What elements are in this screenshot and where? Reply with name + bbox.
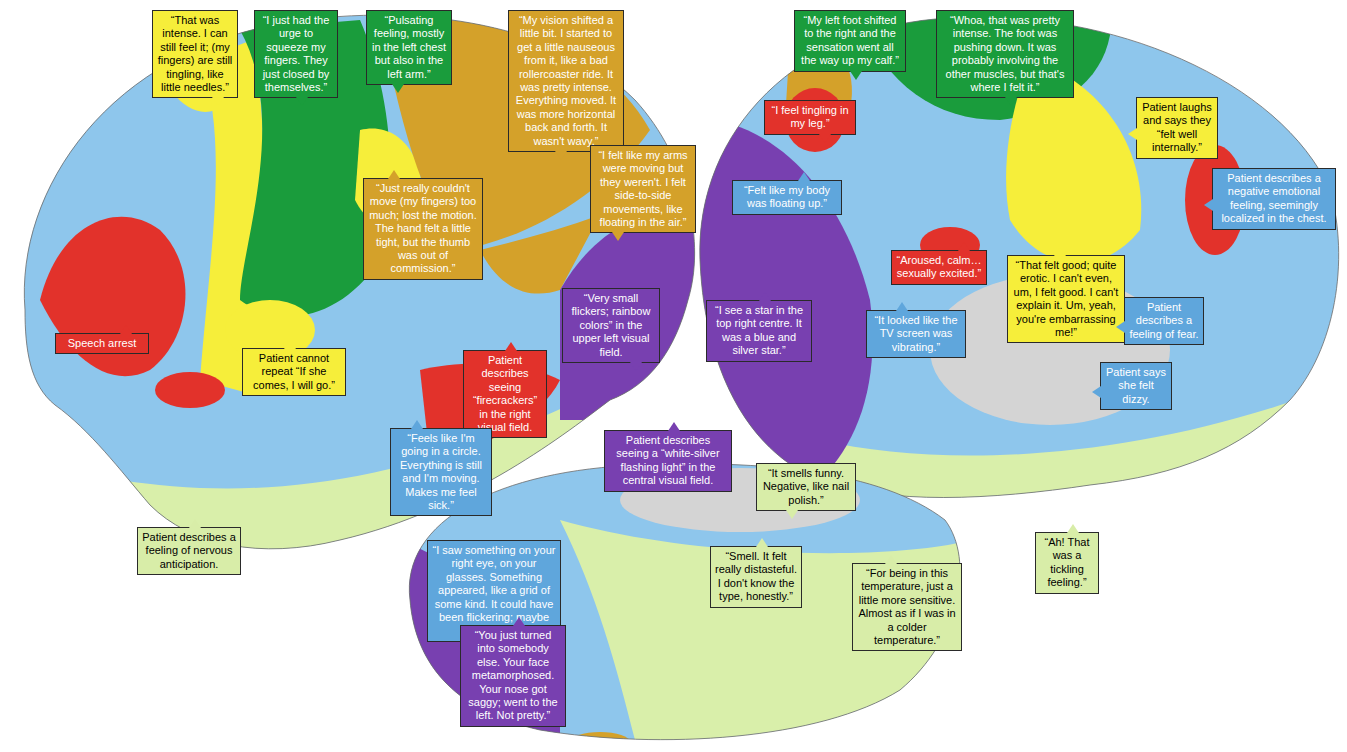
callout-text: Patient describes a negative emotional f…	[1217, 172, 1331, 226]
medial-hemisphere	[680, 0, 1347, 520]
callout-text: “Feels like I'm going in a circle. Every…	[395, 432, 487, 512]
bubble-tail	[1067, 524, 1079, 533]
callout-bubble: “My vision shifted a little bit. I start…	[508, 10, 624, 152]
callout-text: “My vision shifted a little bit. I start…	[513, 14, 619, 148]
callout-bubble: “It smells funny. Negative, like nail po…	[756, 463, 856, 511]
callout-bubble: Patient describes seeing “firecrackers” …	[463, 350, 547, 438]
callout-text: “I see a star in the top right centre. I…	[711, 304, 807, 358]
callout-bubble: “I see a star in the top right centre. I…	[706, 300, 812, 362]
callout-bubble: “Whoa, that was pretty intense. The foot…	[936, 10, 1074, 98]
callout-bubble: “Smell. It felt really distasteful. I do…	[710, 546, 802, 608]
callout-bubble: “I just had the urge to squeeze my finge…	[254, 10, 338, 98]
callout-text: “I felt like my arms were moving but the…	[595, 149, 691, 229]
callout-text: “Ah! That was a tickling feeling.”	[1040, 536, 1094, 590]
callout-text: “It smells funny. Negative, like nail po…	[761, 467, 851, 507]
callout-bubble: “That felt good; quite erotic. I can't e…	[1007, 255, 1125, 343]
callout-text: Speech arrest	[60, 337, 144, 350]
callout-text: “My left foot shifted to the right and t…	[799, 14, 901, 68]
callout-text: “Felt like my body was floating up.”	[737, 184, 837, 211]
callout-text: “I just had the urge to squeeze my finge…	[259, 14, 333, 94]
bubble-tail	[411, 420, 423, 429]
bubble-tail	[759, 292, 771, 301]
callout-bubble: Patient describes seeing a “white-silver…	[604, 430, 732, 492]
callout-bubble: “It looked like the TV screen was vibrat…	[866, 310, 966, 358]
bubble-tail	[786, 510, 798, 519]
callout-bubble: “Ah! That was a tickling feeling.”	[1035, 532, 1099, 594]
bubble-tail	[1092, 386, 1101, 398]
callout-text: Patient laughs and says they “felt well …	[1141, 101, 1213, 155]
bubble-tail	[1204, 199, 1213, 211]
bubble-tail	[756, 538, 768, 547]
callout-bubble: “Felt like my body was floating up.”	[732, 180, 842, 215]
callout-bubble: Patient laughs and says they “felt well …	[1136, 97, 1218, 159]
callout-text: Patient describes seeing “firecrackers” …	[468, 354, 542, 434]
callout-bubble: Speech arrest	[55, 333, 149, 354]
callout-text: Patient describes seeing a “white-silver…	[609, 434, 727, 488]
bubble-tail	[798, 172, 810, 181]
bubble-tail	[885, 555, 897, 564]
callout-text: “I saw something on your right eye, on y…	[432, 544, 556, 638]
bubble-tail	[630, 362, 642, 371]
callout-bubble: “For being in this temperature, just a l…	[852, 563, 962, 651]
bubble-tail	[212, 97, 224, 106]
callout-bubble: “That was intense. I can still feel it; …	[152, 10, 238, 98]
callout-bubble: “Just really couldn't move (my fingers) …	[363, 178, 483, 280]
callout-bubble: Patient describes a feeling of nervous a…	[137, 527, 241, 575]
callout-bubble: Patient says she felt dizzy.	[1100, 362, 1172, 410]
callout-text: “For being in this temperature, just a l…	[857, 567, 957, 647]
callout-text: Patient describes a feeling of nervous a…	[142, 531, 236, 571]
bubble-tail	[1005, 97, 1017, 106]
bubble-tail	[1128, 128, 1137, 140]
callout-bubble: “Very small flickers; rainbow colors” in…	[562, 288, 660, 363]
callout-text: “It looked like the TV screen was vibrat…	[871, 314, 961, 354]
callout-text: “Just really couldn't move (my fingers) …	[368, 182, 478, 276]
bubble-tail	[284, 340, 296, 349]
callout-text: Patient describes a feeling of fear.	[1129, 301, 1199, 341]
bubble-tail	[555, 151, 567, 160]
callout-bubble: “You just turned into somebody else. You…	[460, 625, 566, 727]
bubble-tail	[120, 325, 132, 334]
bubble-tail	[296, 97, 308, 106]
callout-bubble: Patient describes a feeling of fear.	[1124, 297, 1204, 345]
bubble-tail	[1054, 247, 1066, 256]
callout-bubble: Patient cannot repeat “If she comes, I w…	[242, 348, 346, 396]
bubble-tail	[612, 232, 624, 241]
callout-text: “Very small flickers; rainbow colors” in…	[567, 292, 655, 359]
callout-text: “That felt good; quite erotic. I can't e…	[1012, 259, 1120, 339]
bubble-tail	[505, 342, 517, 351]
bubble-tail	[388, 170, 400, 179]
callout-text: “Smell. It felt really distasteful. I do…	[715, 550, 797, 604]
callout-bubble: “I feel tingling in my leg.”	[764, 100, 856, 135]
callout-text: Patient says she felt dizzy.	[1105, 366, 1167, 406]
callout-text: “That was intense. I can still feel it; …	[157, 14, 233, 94]
callout-bubble: “I felt like my arms were moving but the…	[590, 145, 696, 233]
callout-bubble: “Feels like I'm going in a circle. Every…	[390, 428, 492, 516]
bubble-tail	[668, 422, 680, 431]
callout-text: “I feel tingling in my leg.”	[769, 104, 851, 131]
callout-bubble: “Pulsating feeling, mostly in the left c…	[366, 10, 452, 85]
callout-text: “Pulsating feeling, mostly in the left c…	[371, 14, 447, 81]
bubble-tail	[819, 134, 831, 143]
callout-bubble: “My left foot shifted to the right and t…	[794, 10, 906, 72]
bubble-tail	[896, 302, 908, 311]
bubble-tail	[189, 519, 201, 528]
bubble-tail	[392, 84, 404, 93]
callout-text: “You just turned into somebody else. You…	[465, 629, 561, 723]
bubble-tail	[850, 71, 862, 80]
callout-text: “Aroused, calm… sexually excited.”	[896, 254, 982, 281]
bubble-tail	[1116, 321, 1125, 333]
callout-bubble: “Aroused, calm… sexually excited.”	[891, 250, 987, 285]
callout-text: “Whoa, that was pretty intense. The foot…	[941, 14, 1069, 94]
callout-bubble: Patient describes a negative emotional f…	[1212, 168, 1336, 230]
callout-text: Patient cannot repeat “If she comes, I w…	[247, 352, 341, 392]
bubble-tail	[513, 617, 525, 626]
bubble-tail	[958, 242, 970, 251]
